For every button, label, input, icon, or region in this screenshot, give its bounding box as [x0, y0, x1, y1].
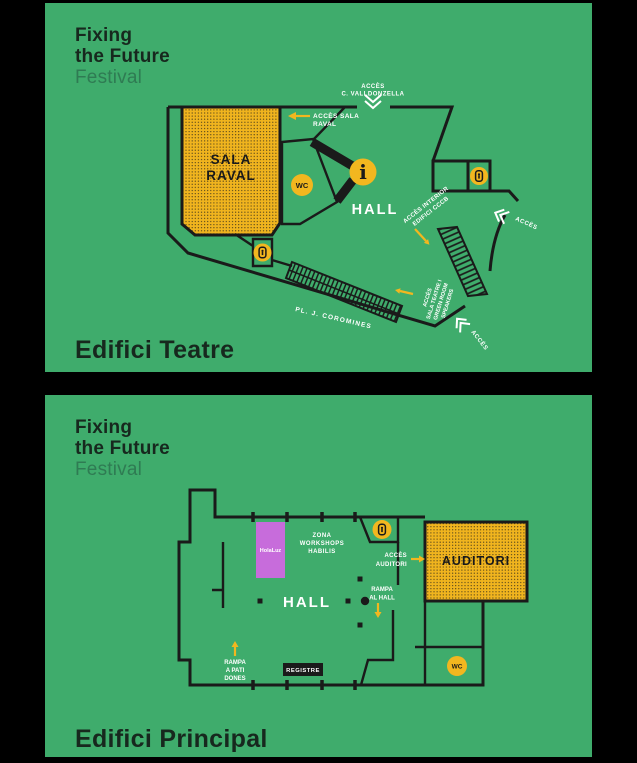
label-zona-2: WORKSHOPS — [300, 541, 345, 547]
brand-line-1: Fixing — [75, 417, 133, 438]
wc-icon: WC — [291, 174, 313, 196]
room-auditori — [423, 520, 529, 603]
arrow-right-auditori — [411, 555, 425, 563]
label-street: PL. J. COROMINES — [295, 306, 373, 330]
stand-holaluz: HolaLuz — [256, 522, 285, 578]
wall-pocket — [359, 610, 395, 686]
label-acces-auditori: ACCÈS — [384, 551, 407, 559]
label-sala-raval-2: RAVAL — [206, 168, 256, 183]
label-sala-raval: SALA — [211, 152, 252, 167]
brand-line-3: Festival — [75, 67, 143, 88]
arrow-up-rampa-pati — [231, 641, 239, 656]
svg-text:PL. J. COROMINES: PL. J. COROMINES — [295, 306, 373, 330]
chevron-left-icon — [455, 317, 471, 333]
brand-logo: Fixing the Future Festival — [75, 417, 170, 480]
label-hall: HALL — [352, 202, 399, 218]
label-acces-sala-raval: ACCÈS SALA — [313, 111, 359, 120]
page-title-principal: Edifici Principal — [75, 725, 268, 753]
floorplan-principal: HolaLuz REGISTRE WC — [177, 488, 529, 690]
label-rampa-hall-2: AL HALL — [369, 596, 395, 602]
label-rampa-hall: RAMPA — [371, 587, 393, 593]
brand-line-2: the Future — [75, 46, 170, 67]
wc-icon: WC — [447, 656, 467, 676]
chevron-down-icon — [364, 94, 382, 110]
wall-right-curve — [488, 214, 507, 272]
brand-line-3: Festival — [75, 459, 143, 480]
elevator-icon — [372, 520, 392, 539]
label-rampa-pati-2: A PATI — [226, 668, 245, 674]
elevator-icon — [253, 243, 272, 262]
label-acces-interior: ACCÈS INTERIOR EDIFICI CCCB — [401, 184, 450, 227]
door-ticks-top — [251, 512, 357, 522]
brand-line-1: Fixing — [75, 25, 133, 46]
room-wc-pentagon — [280, 137, 339, 226]
arrow-down-rampa-hall — [374, 603, 382, 618]
room-elevator-top — [358, 516, 400, 544]
arrow-down-interior — [414, 228, 430, 245]
chevron-left-icon — [493, 208, 510, 225]
wall-left-bottom — [166, 107, 466, 328]
columns — [257, 576, 370, 628]
wall-top-right — [390, 105, 455, 162]
svg-text:WC: WC — [296, 181, 309, 190]
label-acces-sala-raval-2: RAVAL — [313, 121, 336, 128]
stairs-east — [436, 225, 489, 298]
room-elevator-south — [234, 233, 293, 268]
wall-partition-left — [212, 542, 225, 608]
arrow-left-teatre — [395, 288, 414, 296]
stairs-south — [284, 260, 404, 324]
wall-corner-topright — [490, 189, 520, 203]
wall-partition-entrance — [312, 106, 346, 141]
arrow-left-sala-raval — [288, 112, 310, 120]
panel-edifici-teatre: Fixing the Future Festival — [45, 3, 592, 372]
label-acces-valldonzella: ACCÈS — [361, 82, 385, 90]
svg-text:HolaLuz: HolaLuz — [260, 548, 282, 554]
elevator-icon — [470, 167, 488, 185]
label-acces-auditori-2: AUDITORI — [376, 562, 407, 568]
svg-text:ACCÈS: ACCÈS — [469, 328, 490, 351]
label-acces-bottom: ACCÈS — [469, 328, 490, 351]
label-hall: HALL — [283, 594, 331, 611]
label-zona: ZONA — [313, 533, 332, 539]
svg-text:REGISTRE: REGISTRE — [286, 668, 320, 674]
brand-line-2: the Future — [75, 438, 170, 459]
page-title-teatre: Edifici Teatre — [75, 336, 235, 364]
ramp-bars — [309, 138, 359, 204]
label-rampa-pati-3: DONES — [224, 676, 245, 682]
svg-text:i: i — [359, 160, 367, 184]
label-acces-right: ACCÈS — [514, 215, 539, 232]
label-rampa-pati: RAMPA — [224, 660, 246, 666]
label-zona-3: HABILIS — [308, 549, 336, 555]
brand-logo: Fixing the Future Festival — [75, 25, 170, 88]
door-ticks-bottom — [251, 680, 357, 690]
panel-edifici-principal: Fixing the Future Festival HolaLuz — [45, 395, 592, 757]
floorplan-teatre: i WC — [166, 82, 539, 352]
svg-text:WC: WC — [452, 664, 463, 671]
label-auditori: AUDITORI — [442, 554, 510, 568]
registre-desk: REGISTRE — [283, 663, 323, 676]
label-acces-valldonzella-2: C. VALLDONZELLA — [341, 92, 404, 98]
svg-text:ACCÈS: ACCÈS — [514, 215, 539, 232]
info-icon: i — [349, 158, 377, 186]
